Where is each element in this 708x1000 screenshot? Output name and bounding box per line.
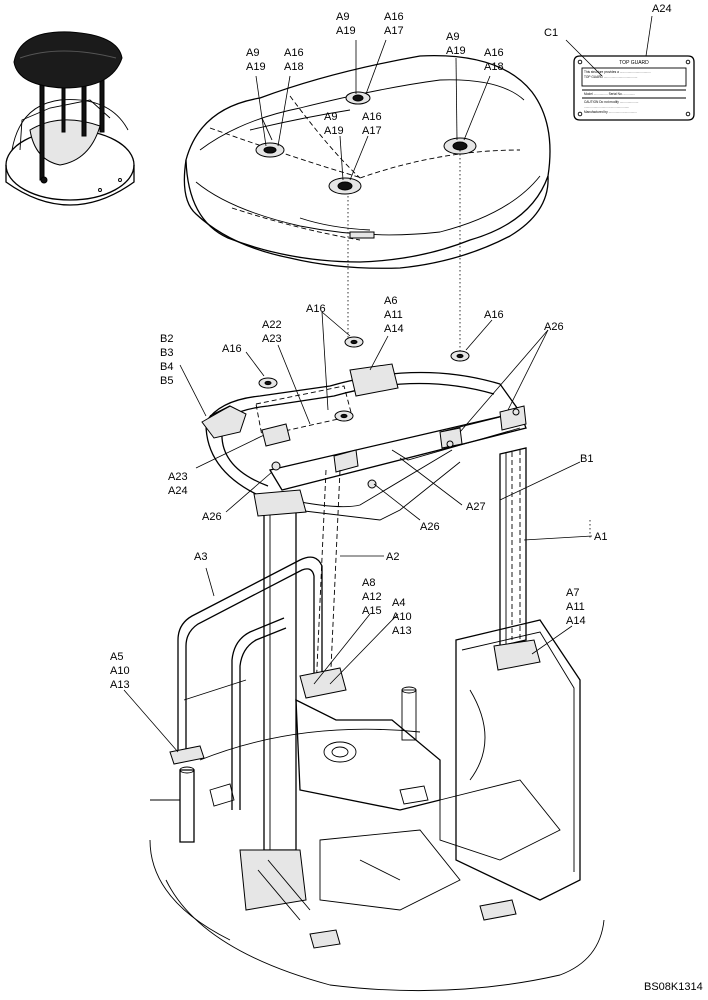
callout-A23: A23 bbox=[168, 471, 188, 483]
callout-A14: A14 bbox=[566, 615, 586, 627]
callout-B1: B1 bbox=[580, 453, 593, 465]
callout-A7: A7 bbox=[566, 587, 579, 599]
callout-A17: A17 bbox=[384, 25, 404, 37]
decal-line: This structure provides a ..............… bbox=[584, 70, 651, 74]
callout-B5: B5 bbox=[160, 375, 173, 387]
callout-A12: A12 bbox=[362, 591, 382, 603]
callout-A1: A1 bbox=[594, 531, 607, 543]
callout-A19: A19 bbox=[246, 61, 266, 73]
callout-A19: A19 bbox=[336, 25, 356, 37]
callout-A3: A3 bbox=[194, 551, 207, 563]
callout-A4: A4 bbox=[392, 597, 405, 609]
callout-A14: A14 bbox=[384, 323, 404, 335]
canopy-frame bbox=[169, 150, 541, 851]
callout-A9: A9 bbox=[324, 111, 337, 123]
callout-A27: A27 bbox=[466, 501, 486, 513]
leader-lines bbox=[123, 15, 653, 753]
callout-A9: A9 bbox=[446, 31, 459, 43]
callout-A17: A17 bbox=[362, 125, 382, 137]
decal-title: TOP GUARD bbox=[619, 60, 649, 66]
callout-A2: A2 bbox=[386, 551, 399, 563]
callout-A16: A16 bbox=[222, 343, 242, 355]
callout-A10: A10 bbox=[110, 665, 130, 677]
callout-A9: A9 bbox=[336, 11, 349, 23]
machine-body bbox=[149, 520, 605, 992]
drawing-code: BS08K1314 bbox=[644, 981, 703, 993]
callout-A18: A18 bbox=[484, 61, 504, 73]
decal-line: CAUTION Do not modify ..................… bbox=[584, 100, 638, 104]
callout-A16: A16 bbox=[484, 47, 504, 59]
callout-A26: A26 bbox=[544, 321, 564, 333]
callout-C1: C1 bbox=[544, 27, 558, 39]
callout-A24: A24 bbox=[652, 3, 672, 15]
callout-A16: A16 bbox=[484, 309, 504, 321]
callout-A10: A10 bbox=[392, 611, 412, 623]
callout-A19: A19 bbox=[446, 45, 466, 57]
callout-A26: A26 bbox=[202, 511, 222, 523]
callout-labels: A24 C1 A9 A19 A16 A17 A9 A19 A16 A18 A9 … bbox=[110, 3, 703, 993]
callout-A11: A11 bbox=[566, 601, 585, 613]
callout-A16: A16 bbox=[384, 11, 404, 23]
callout-A22: A22 bbox=[262, 319, 282, 331]
callout-A8: A8 bbox=[362, 577, 375, 589]
top-guard-decal: TOP GUARD This structure provides a ....… bbox=[573, 55, 695, 121]
decal-line: TOP GUARD ..............................… bbox=[584, 75, 637, 79]
callout-A26: A26 bbox=[420, 521, 440, 533]
callout-A23: A23 bbox=[262, 333, 282, 345]
callout-A6: A6 bbox=[384, 295, 397, 307]
decal-line: Model ................ Serial No. ......… bbox=[584, 92, 635, 96]
callout-A5: A5 bbox=[110, 651, 123, 663]
callout-A16: A16 bbox=[284, 47, 304, 59]
canopy-roof bbox=[183, 54, 551, 269]
callout-B2: B2 bbox=[160, 333, 173, 345]
callout-A16: A16 bbox=[362, 111, 382, 123]
overview-inset bbox=[5, 31, 135, 206]
callout-B3: B3 bbox=[160, 347, 173, 359]
callout-A11: A11 bbox=[384, 309, 403, 321]
callout-B4: B4 bbox=[160, 361, 173, 373]
callout-A18: A18 bbox=[284, 61, 304, 73]
callout-A13: A13 bbox=[392, 625, 412, 637]
decal-line: Manufactured by ........................… bbox=[584, 110, 637, 114]
callout-A9: A9 bbox=[246, 47, 259, 59]
callout-A19: A19 bbox=[324, 125, 344, 137]
callout-A24: A24 bbox=[168, 485, 188, 497]
callout-A15: A15 bbox=[362, 605, 382, 617]
callout-A16: A16 bbox=[306, 303, 326, 315]
decal-line: ........................................… bbox=[584, 105, 629, 109]
callout-A13: A13 bbox=[110, 679, 130, 691]
